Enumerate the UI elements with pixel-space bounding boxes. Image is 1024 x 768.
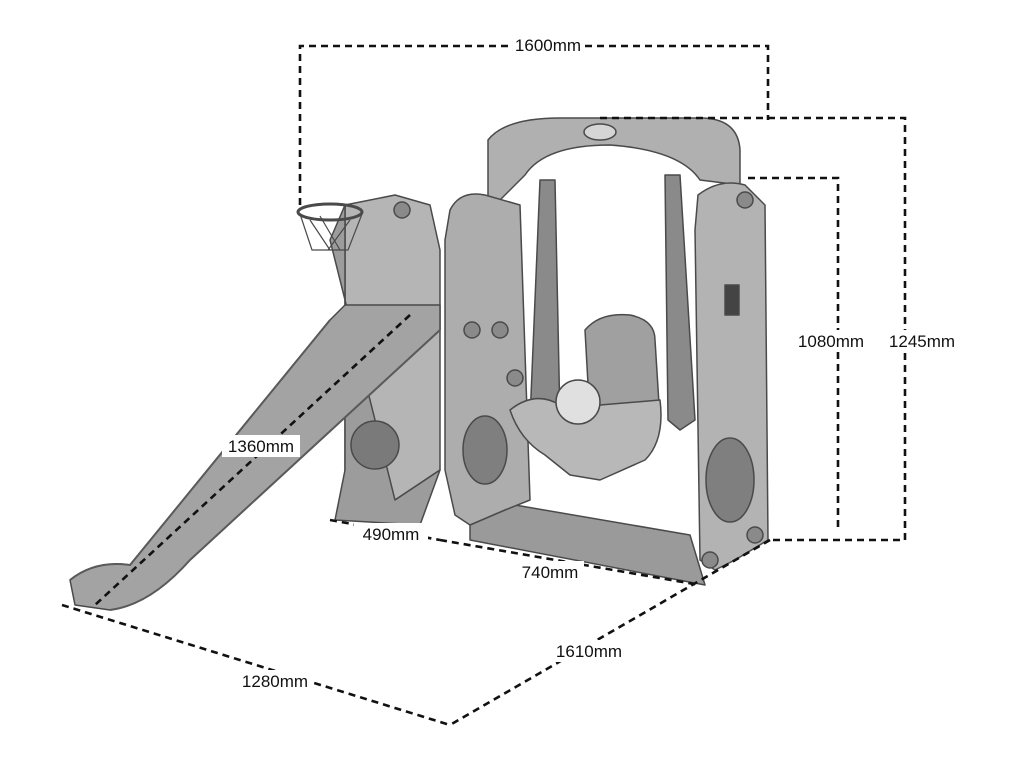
- upright-bolt-4: [736, 191, 754, 209]
- dim-line-arch-height: [600, 116, 907, 542]
- dim-line-slide-depth: [329, 518, 441, 542]
- upright-bolt-1: [463, 321, 481, 339]
- upright-bolt-3: [506, 369, 524, 387]
- upright-bolt-5: [746, 526, 764, 544]
- basketball-hoop-net: [299, 213, 363, 251]
- dim-line-slide-base: [61, 603, 451, 727]
- dim-line-swing-width: [439, 538, 701, 587]
- dim-line-overall-width: [298, 44, 770, 205]
- swing-left-upright-hole: [462, 415, 508, 485]
- label-tower-height: 1080mm: [798, 332, 864, 351]
- swing-arch-emblem: [583, 123, 617, 141]
- label-overall-width: 1600mm: [515, 36, 581, 55]
- slide-chute-rail: [69, 319, 441, 611]
- label-swing-width: 740mm: [522, 563, 579, 582]
- dimension-lines: [61, 44, 907, 727]
- swing-seat-back: [584, 313, 661, 421]
- label-slide-length: 1360mm: [228, 437, 294, 456]
- swing-left-rail: [529, 179, 561, 431]
- dim-line-tower-height: [748, 176, 840, 528]
- swing-seat-bucket: [509, 397, 662, 481]
- label-side-depth: 1610mm: [556, 642, 622, 661]
- swing-right-rail: [664, 174, 696, 431]
- upright-bolt-6: [701, 551, 719, 569]
- swing-floor-panel: [469, 504, 706, 586]
- dimension-labels: 1600mm 1245mm 1080mm 1360mm 490mm 740mm …: [222, 34, 962, 692]
- swing-arch-top: [487, 117, 741, 201]
- swing-steering-wheel: [555, 379, 601, 425]
- upright-bolt-2: [491, 321, 509, 339]
- label-slide-depth: 490mm: [363, 525, 420, 544]
- dim-line-side-depth: [449, 538, 771, 727]
- basketball-hoop-rim: [296, 202, 364, 222]
- label-arch-height: 1245mm: [889, 332, 955, 351]
- slide-tower-bolt: [393, 201, 411, 219]
- swing-right-upright-hole: [705, 437, 755, 523]
- slide-tower-hole: [350, 420, 400, 470]
- brand-plate: [724, 284, 740, 316]
- label-slide-base: 1280mm: [242, 672, 308, 691]
